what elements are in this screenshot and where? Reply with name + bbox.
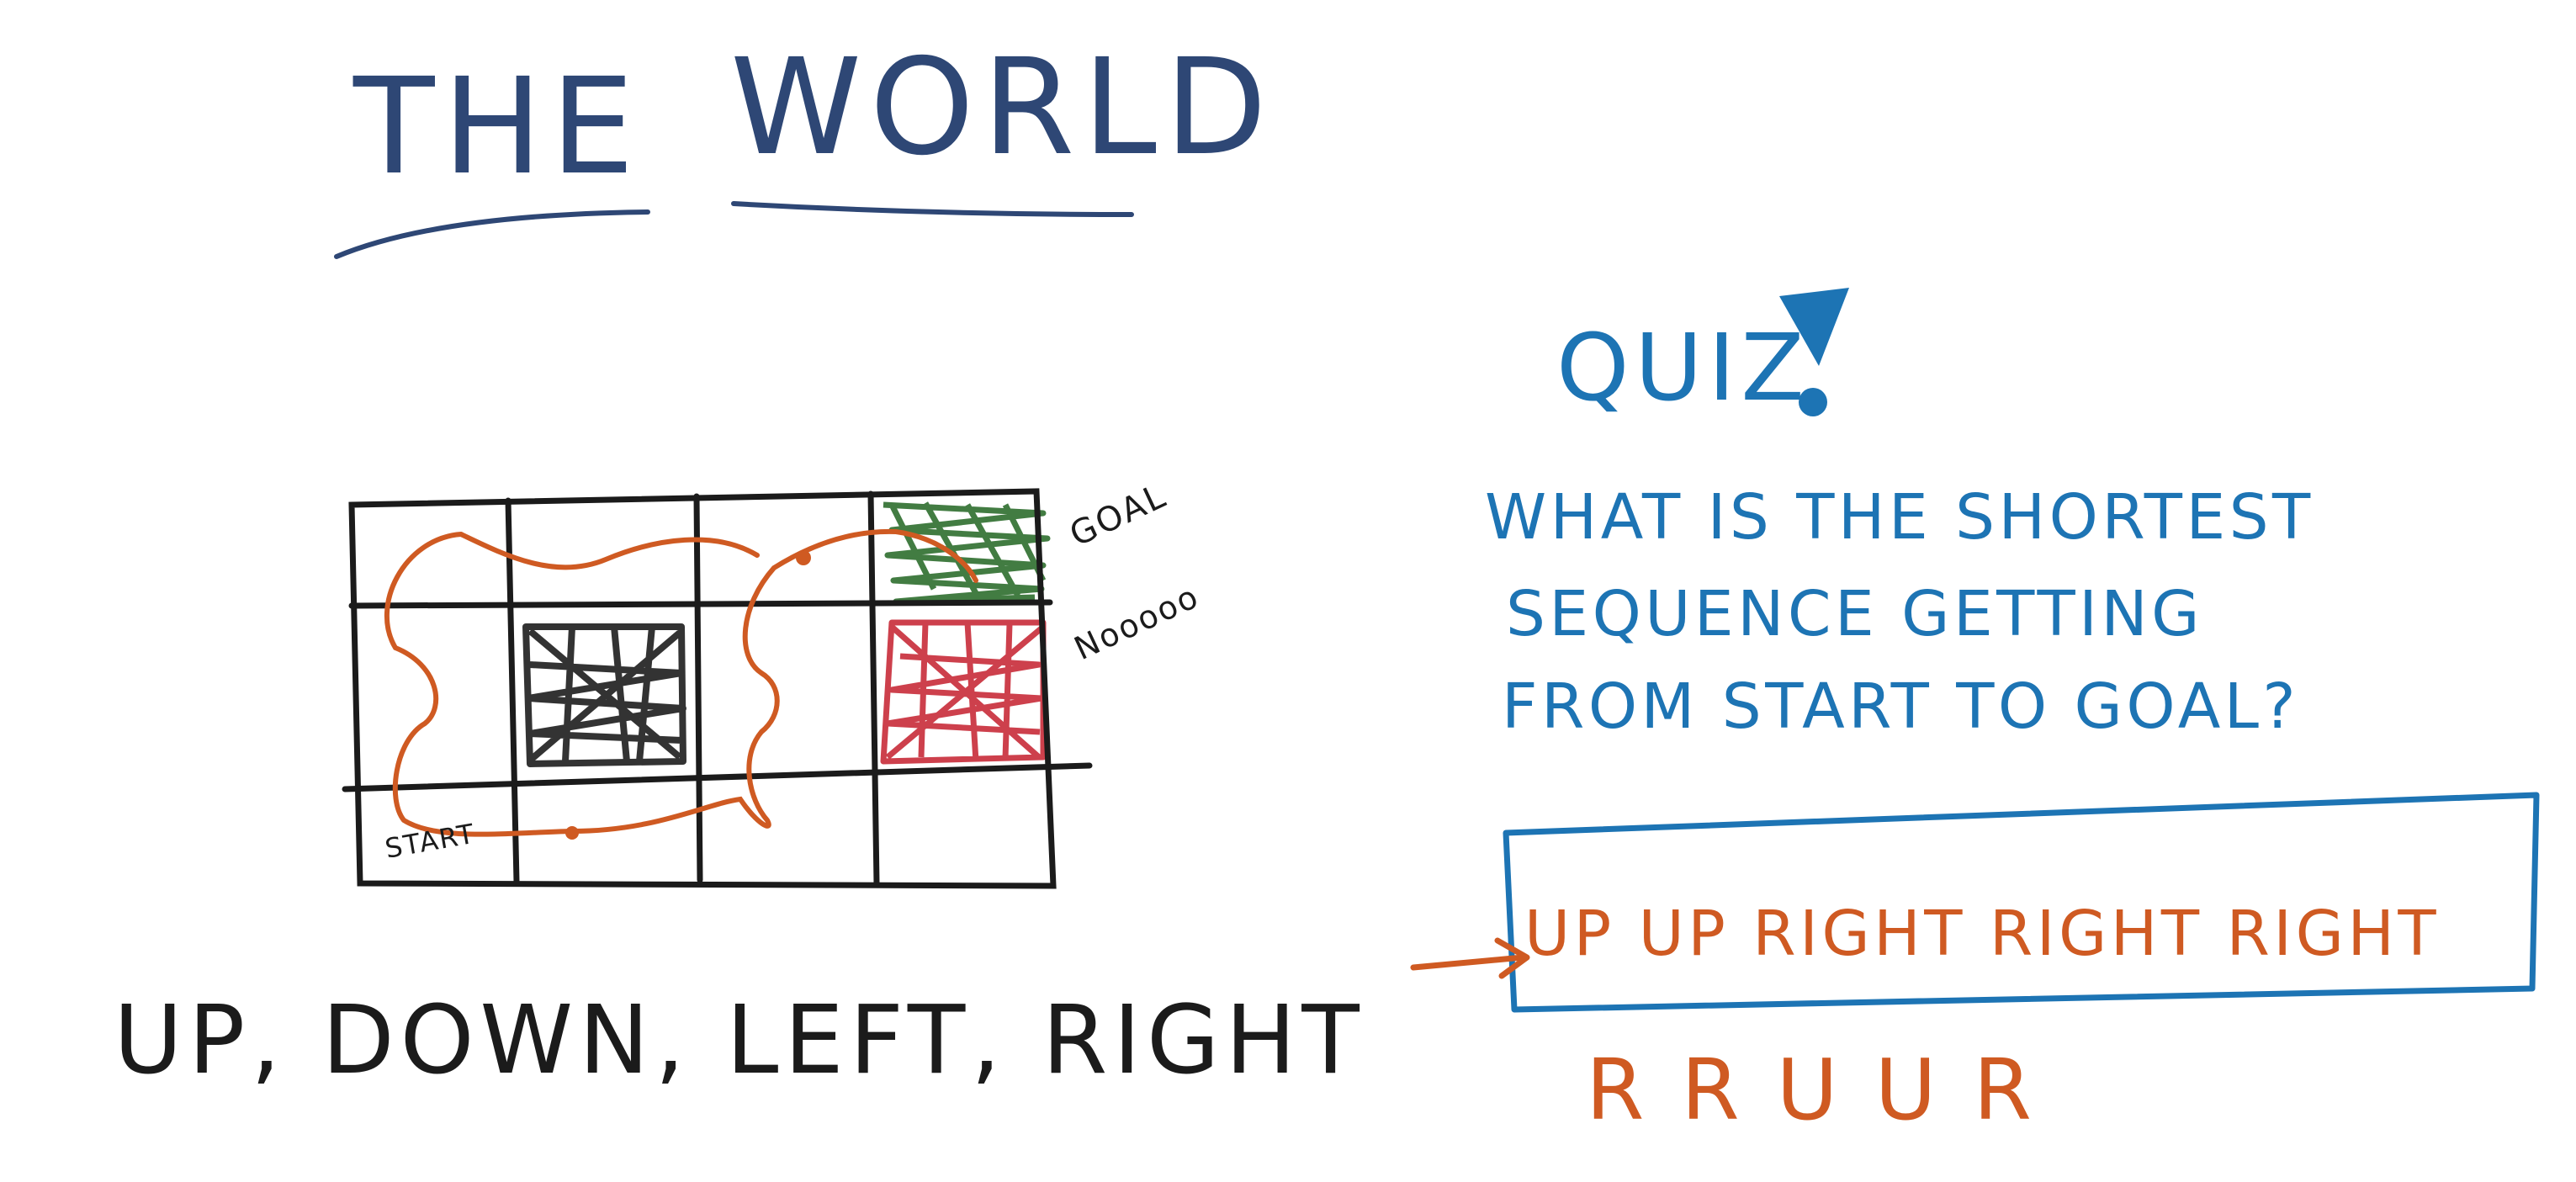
grid-lines	[342, 488, 1093, 889]
exclamation-stroke	[1779, 288, 1849, 366]
trap-label: Nooooo	[1068, 577, 1205, 667]
grid-row-line-2	[342, 762, 1093, 792]
arrow-shaft	[1410, 954, 1526, 971]
actions-list: UP, DOWN, LEFT, RIGHT	[114, 986, 1365, 1095]
title-underline-world	[731, 201, 1134, 217]
exclamation-dot	[1799, 388, 1827, 416]
quiz-heading: QUIZ	[1556, 314, 1810, 421]
quiz-question-line-2: SEQUENCE GETTING	[1506, 578, 2203, 650]
trap-cell	[880, 619, 1047, 765]
grid-outer-border	[348, 488, 1057, 889]
arrow-head	[1494, 937, 1530, 979]
quiz-alternative: R R U U R	[1586, 1041, 2037, 1139]
goal-scribble	[883, 501, 1051, 605]
arrow-icon	[1410, 937, 1530, 979]
quiz-answer: UP UP RIGHT RIGHT RIGHT	[1524, 898, 2440, 970]
wall-scribble	[522, 623, 686, 767]
goal-label: GOAL	[1064, 476, 1173, 554]
path-dot-bottom	[565, 826, 579, 840]
exclamation-icon	[1779, 288, 1849, 416]
grid-col-line-3	[867, 490, 880, 887]
title-word-world: WORLD	[730, 30, 1275, 185]
quiz-question-line-3: FROM START TO GOAL?	[1502, 671, 2299, 743]
path-dot-top	[796, 550, 811, 565]
grid-col-line-1	[505, 497, 520, 885]
path-cloud	[384, 528, 978, 837]
trap-scribble	[880, 619, 1047, 765]
start-label: START	[383, 818, 478, 865]
grid-world: START GOAL Nooooo	[342, 476, 1205, 889]
title-group: THE WORLD	[334, 30, 1275, 259]
wall-cell	[522, 623, 686, 767]
title-underline-the	[334, 209, 650, 259]
grid-row-line-1	[348, 599, 1053, 609]
title-word-the: THE	[352, 50, 643, 204]
goal-cell	[883, 501, 1051, 605]
grid-col-line-2	[693, 493, 703, 883]
quiz-question-line-1: WHAT IS THE SHORTEST	[1485, 481, 2314, 554]
quiz-panel: QUIZ WHAT IS THE SHORTEST SEQUENCE GETTI…	[1410, 288, 2540, 1139]
